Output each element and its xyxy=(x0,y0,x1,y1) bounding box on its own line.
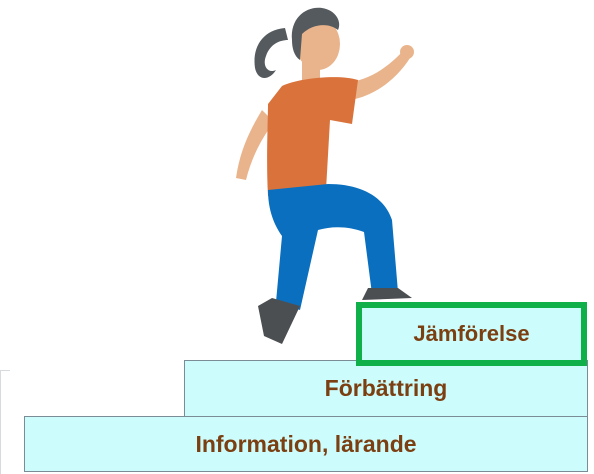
step-label: Jämförelse xyxy=(413,321,530,346)
step-jamforelse-highlighted: Jämförelse xyxy=(356,302,587,366)
left-frame-edge xyxy=(0,370,10,474)
step-label: Förbättring xyxy=(324,375,448,401)
step-forbattring: Förbättring xyxy=(184,360,588,417)
step-information-larande: Information, lärande xyxy=(24,416,588,472)
step-label: Information, lärande xyxy=(195,430,417,457)
person-climbing-stairs-icon xyxy=(236,7,414,344)
